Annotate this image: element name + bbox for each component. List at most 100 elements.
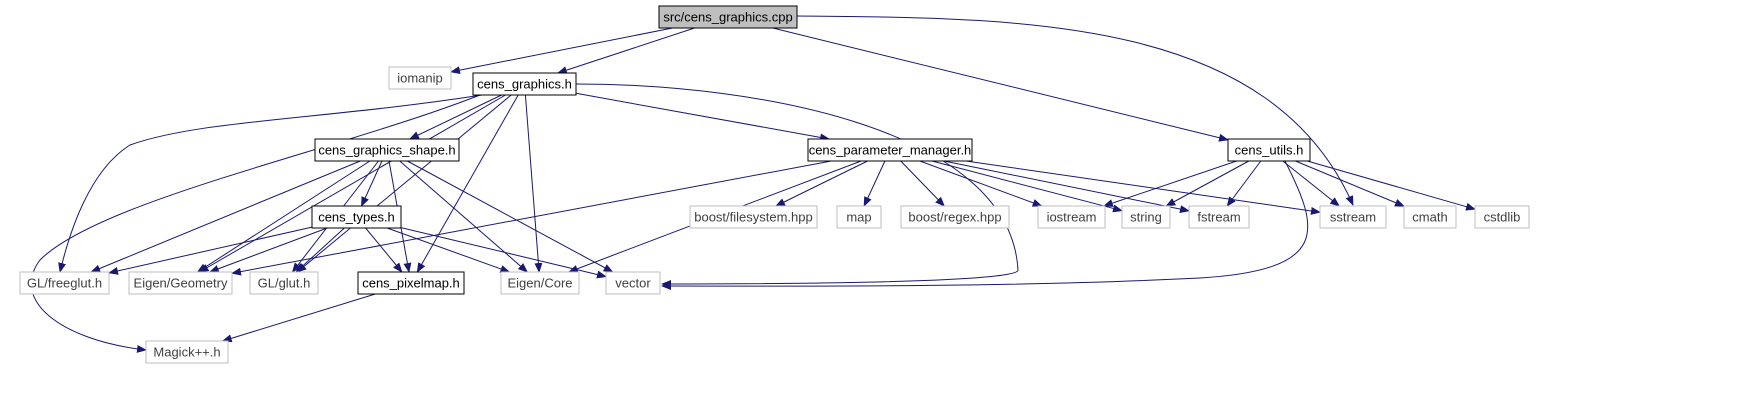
- edge-utils_h-to-vector: [661, 160, 1309, 291]
- edge-graphics_h-to-magick: [30, 94, 481, 353]
- edge-shape_h-to-vector: [407, 160, 614, 273]
- edge-utils_h-to-iostream: [1102, 160, 1237, 207]
- node-label: fstream: [1197, 210, 1240, 225]
- node-iostream: iostream: [1037, 205, 1106, 229]
- node-sstream: sstream: [1319, 205, 1387, 229]
- node-freeglut: GL/freeglut.h: [19, 271, 110, 295]
- node-label: cens_pixelmap.h: [362, 276, 460, 291]
- edge-graphics_h-to-glut: [296, 94, 512, 273]
- node-label: cmath: [1412, 210, 1447, 225]
- node-string: string: [1121, 205, 1171, 229]
- node-label: vector: [615, 276, 651, 291]
- node-box: [605, 271, 661, 295]
- edge-param_h-to-regex: [900, 160, 945, 207]
- edge-param_h-to-fstream: [943, 160, 1190, 214]
- node-pixelmap-h[interactable]: cens_pixelmap.h: [357, 271, 465, 295]
- edge-param_h-to-sstream: [965, 160, 1321, 215]
- node-root[interactable]: src/cens_graphics.cpp: [658, 5, 798, 29]
- node-box: [1188, 205, 1250, 229]
- edge-param_h-to-geometry: [231, 160, 832, 276]
- node-label: iostream: [1047, 210, 1097, 225]
- edge-graphics_h-to-freeglut: [58, 94, 483, 273]
- node-box: [1403, 205, 1457, 229]
- node-label: cens_graphics.h: [477, 77, 572, 92]
- node-box: [807, 138, 973, 162]
- edge-utils_h-to-cmath: [1295, 160, 1405, 207]
- node-label: cens_types.h: [318, 210, 395, 225]
- node-box: [357, 271, 465, 295]
- edge-utils_h-to-sstream: [1282, 160, 1340, 207]
- edge-shape_h-to-types_h: [361, 160, 383, 207]
- node-iomanip: iomanip: [388, 66, 452, 90]
- edge-shape_h-to-freeglut: [90, 160, 361, 273]
- edge-graphics_h-to-pixelmap_h: [416, 94, 519, 273]
- node-cstdlib: cstdlib: [1474, 205, 1530, 229]
- node-fs: boost/filesystem.hpp: [689, 205, 818, 229]
- node-fstream: fstream: [1188, 205, 1250, 229]
- node-label: iomanip: [397, 71, 443, 86]
- node-label: cens_utils.h: [1235, 143, 1304, 158]
- node-box: [1227, 138, 1311, 162]
- node-box: [314, 138, 460, 162]
- node-label: cens_graphics_shape.h: [318, 143, 455, 158]
- node-regex: boost/regex.hpp: [900, 205, 1010, 229]
- edge-param_h-to-string: [931, 160, 1123, 213]
- edge-graphics_h-to-param_h: [575, 92, 831, 142]
- node-param-h[interactable]: cens_parameter_manager.h: [807, 138, 973, 162]
- node-label: src/cens_graphics.cpp: [663, 10, 792, 25]
- node-graphics-h[interactable]: cens_graphics.h: [472, 72, 577, 96]
- node-types-h[interactable]: cens_types.h: [311, 205, 402, 229]
- node-label: boost/filesystem.hpp: [694, 210, 813, 225]
- edge-shape_h-to-core: [399, 160, 529, 273]
- edge-pixelmap_h-to-magick: [221, 293, 376, 343]
- node-box: [658, 5, 798, 29]
- edge-graphics_h-to-vector: [575, 83, 1019, 288]
- edge-types_h-to-pixelmap_h: [365, 227, 403, 273]
- node-label: GL/glut.h: [258, 276, 311, 291]
- node-label: map: [846, 210, 871, 225]
- node-box: [472, 72, 577, 96]
- node-box: [1474, 205, 1530, 229]
- edge-utils_h-to-string: [1165, 160, 1250, 207]
- node-box: [128, 271, 233, 295]
- node-label: boost/regex.hpp: [908, 210, 1001, 225]
- edge-utils_h-to-cstdlib: [1307, 160, 1476, 211]
- node-label: cens_parameter_manager.h: [809, 143, 972, 158]
- edge-types_h-to-geometry: [208, 227, 328, 273]
- node-glut: GL/glut.h: [249, 271, 319, 295]
- node-box: [900, 205, 1010, 229]
- node-label: Eigen/Core: [507, 276, 572, 291]
- edge-root-to-graphics_h: [556, 27, 695, 74]
- node-utils-h[interactable]: cens_utils.h: [1227, 138, 1311, 162]
- node-magick: Magick++.h: [145, 340, 229, 364]
- node-box: [836, 205, 882, 229]
- edge-param_h-to-fs: [775, 160, 868, 207]
- edge-types_h-to-core: [386, 227, 511, 273]
- edge-graphics_h-to-geometry: [198, 94, 506, 273]
- node-box: [1319, 205, 1387, 229]
- node-shape-h[interactable]: cens_graphics_shape.h: [314, 138, 460, 162]
- node-label: cstdlib: [1484, 210, 1521, 225]
- edge-graphics_h-to-shape_h: [408, 94, 502, 140]
- edge-utils_h-to-fstream: [1226, 160, 1262, 207]
- edge-types_h-to-glut: [295, 227, 345, 273]
- node-vector: vector: [605, 271, 661, 295]
- node-label: GL/freeglut.h: [27, 276, 102, 291]
- node-box: [388, 66, 452, 90]
- node-map: map: [836, 205, 882, 229]
- edge-root-to-sstream: [796, 15, 1354, 206]
- node-label: sstream: [1330, 210, 1376, 225]
- edge-shape_h-to-geometry: [196, 160, 371, 273]
- edge-root-to-iomanip: [450, 27, 673, 75]
- edge-layer: [30, 15, 1476, 353]
- edge-param_h-to-iostream: [919, 160, 1043, 207]
- node-box: [249, 271, 319, 295]
- node-label: Eigen/Geometry: [134, 276, 228, 291]
- node-box: [689, 205, 818, 229]
- node-box: [1121, 205, 1171, 229]
- edge-param_h-to-map: [863, 160, 886, 207]
- node-geometry: Eigen/Geometry: [128, 271, 233, 295]
- node-box: [500, 271, 580, 295]
